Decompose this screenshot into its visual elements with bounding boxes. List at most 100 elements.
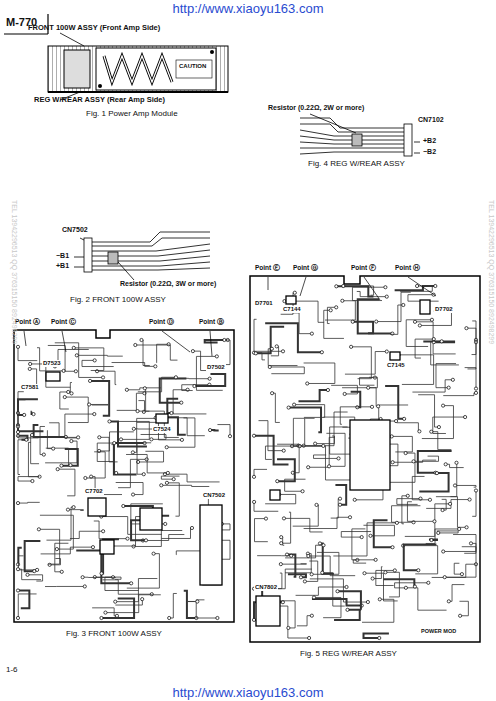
pcb-pad — [168, 616, 171, 619]
pcb-pad — [280, 542, 283, 545]
pcb-pad — [406, 494, 409, 497]
pcb-pad — [440, 340, 443, 343]
pcb-pad — [455, 461, 458, 464]
pcb-pad — [430, 538, 433, 541]
pcb-trace — [352, 529, 376, 560]
pcb-trace — [41, 547, 93, 554]
pcb-pad — [113, 441, 116, 444]
pcb-pad — [403, 417, 406, 420]
pcb-trace — [97, 443, 114, 461]
pcb-pad — [144, 539, 147, 542]
pcb-trace — [419, 473, 448, 492]
pcb-pad — [321, 571, 324, 574]
pcb-pad — [164, 522, 167, 525]
pcb-pad — [254, 352, 257, 355]
pcb-pad — [150, 593, 153, 596]
pcb-trace — [363, 525, 394, 536]
pcb-pad — [28, 367, 31, 370]
pcb-trace — [293, 505, 319, 526]
pcb-pad — [434, 284, 437, 287]
pcb-pad — [63, 395, 66, 398]
pcb-pad — [474, 387, 477, 390]
pcb-trace — [270, 367, 305, 374]
text-label: CAUTION — [178, 63, 207, 70]
pcb-pad — [377, 405, 380, 408]
watermark-text: TEL 13942296513 QQ 376315150 892498299 — [487, 200, 495, 344]
pcb-pad — [282, 517, 285, 520]
pcb-pad — [69, 464, 72, 467]
pcb-trace — [404, 544, 437, 570]
pcb-trace — [196, 600, 217, 618]
pcb-trace — [314, 597, 341, 617]
pcb-trace — [55, 543, 69, 572]
pcb-trace — [374, 520, 393, 547]
pcb-trace — [288, 574, 306, 577]
pcb-trace — [326, 433, 345, 466]
pcb-pad — [140, 338, 143, 341]
pcb-pad — [23, 413, 26, 416]
pcb-trace — [336, 286, 373, 296]
pcb-trace — [292, 313, 312, 334]
pcb-pad — [33, 570, 36, 573]
pcb-trace — [418, 395, 439, 427]
pcb-pad — [16, 616, 19, 619]
pcb-trace — [40, 515, 73, 549]
pcb-pad — [70, 392, 73, 395]
pcb-pad — [310, 614, 313, 617]
pcb-pad — [77, 436, 80, 439]
pcb-trace — [465, 368, 476, 389]
pcb-pad — [326, 388, 329, 391]
pcb-trace — [376, 570, 395, 585]
part-label: C7524 — [152, 426, 172, 433]
component-outline — [256, 596, 280, 626]
pcb-trace — [296, 587, 347, 595]
pcb-pad — [55, 547, 58, 550]
pcb-trace — [68, 509, 83, 511]
pcb-trace — [412, 476, 430, 499]
pcb-trace — [305, 561, 318, 581]
pcb-pad — [329, 309, 332, 312]
figure-caption: Fig. 5 REG W/REAR ASSY — [300, 650, 397, 659]
pcb-pad — [70, 439, 73, 442]
pcb-pad — [338, 503, 341, 506]
pcb-trace — [112, 363, 156, 367]
pcb-pad — [134, 343, 137, 346]
pcb-trace — [268, 349, 297, 366]
pcb-pad — [303, 580, 306, 583]
part-label: CN7502 — [202, 492, 226, 499]
pcb-trace — [40, 426, 45, 454]
pcb-pad — [270, 392, 273, 395]
part-label: CN7502 — [62, 226, 88, 234]
pcb-pad — [460, 573, 463, 576]
pcb-pad — [165, 446, 168, 449]
pcb-trace — [385, 572, 399, 597]
part-label: C7144 — [282, 306, 302, 313]
pcb-trace — [343, 286, 373, 295]
pcb-pad — [393, 569, 396, 572]
pcb-pad — [228, 435, 231, 438]
pcb-trace — [169, 593, 177, 618]
pcb-trace — [18, 569, 41, 579]
pcb-trace — [281, 512, 290, 543]
pcb-pad — [356, 406, 359, 409]
pcb-trace — [77, 355, 123, 357]
pcb-trace — [351, 347, 371, 379]
pcb-trace — [392, 506, 421, 523]
pcb-trace — [97, 371, 116, 384]
pcb-trace — [114, 443, 145, 474]
pcb-trace — [18, 392, 24, 427]
pcb-pad — [404, 586, 407, 589]
pcb-pad — [29, 362, 32, 365]
pcb-pad — [132, 427, 135, 430]
pcb-pad — [312, 596, 315, 599]
text-label: −B1 — [56, 252, 69, 260]
pcb-pad — [371, 577, 374, 580]
pcb-pad — [375, 320, 378, 323]
pcb-pad — [119, 438, 122, 441]
pcb-pad — [208, 428, 211, 431]
pcb-trace — [459, 601, 468, 615]
pcb-trace — [304, 363, 335, 384]
pcb-pad — [441, 508, 444, 511]
pcb-trace — [431, 341, 459, 365]
pcb-pad — [191, 350, 194, 353]
